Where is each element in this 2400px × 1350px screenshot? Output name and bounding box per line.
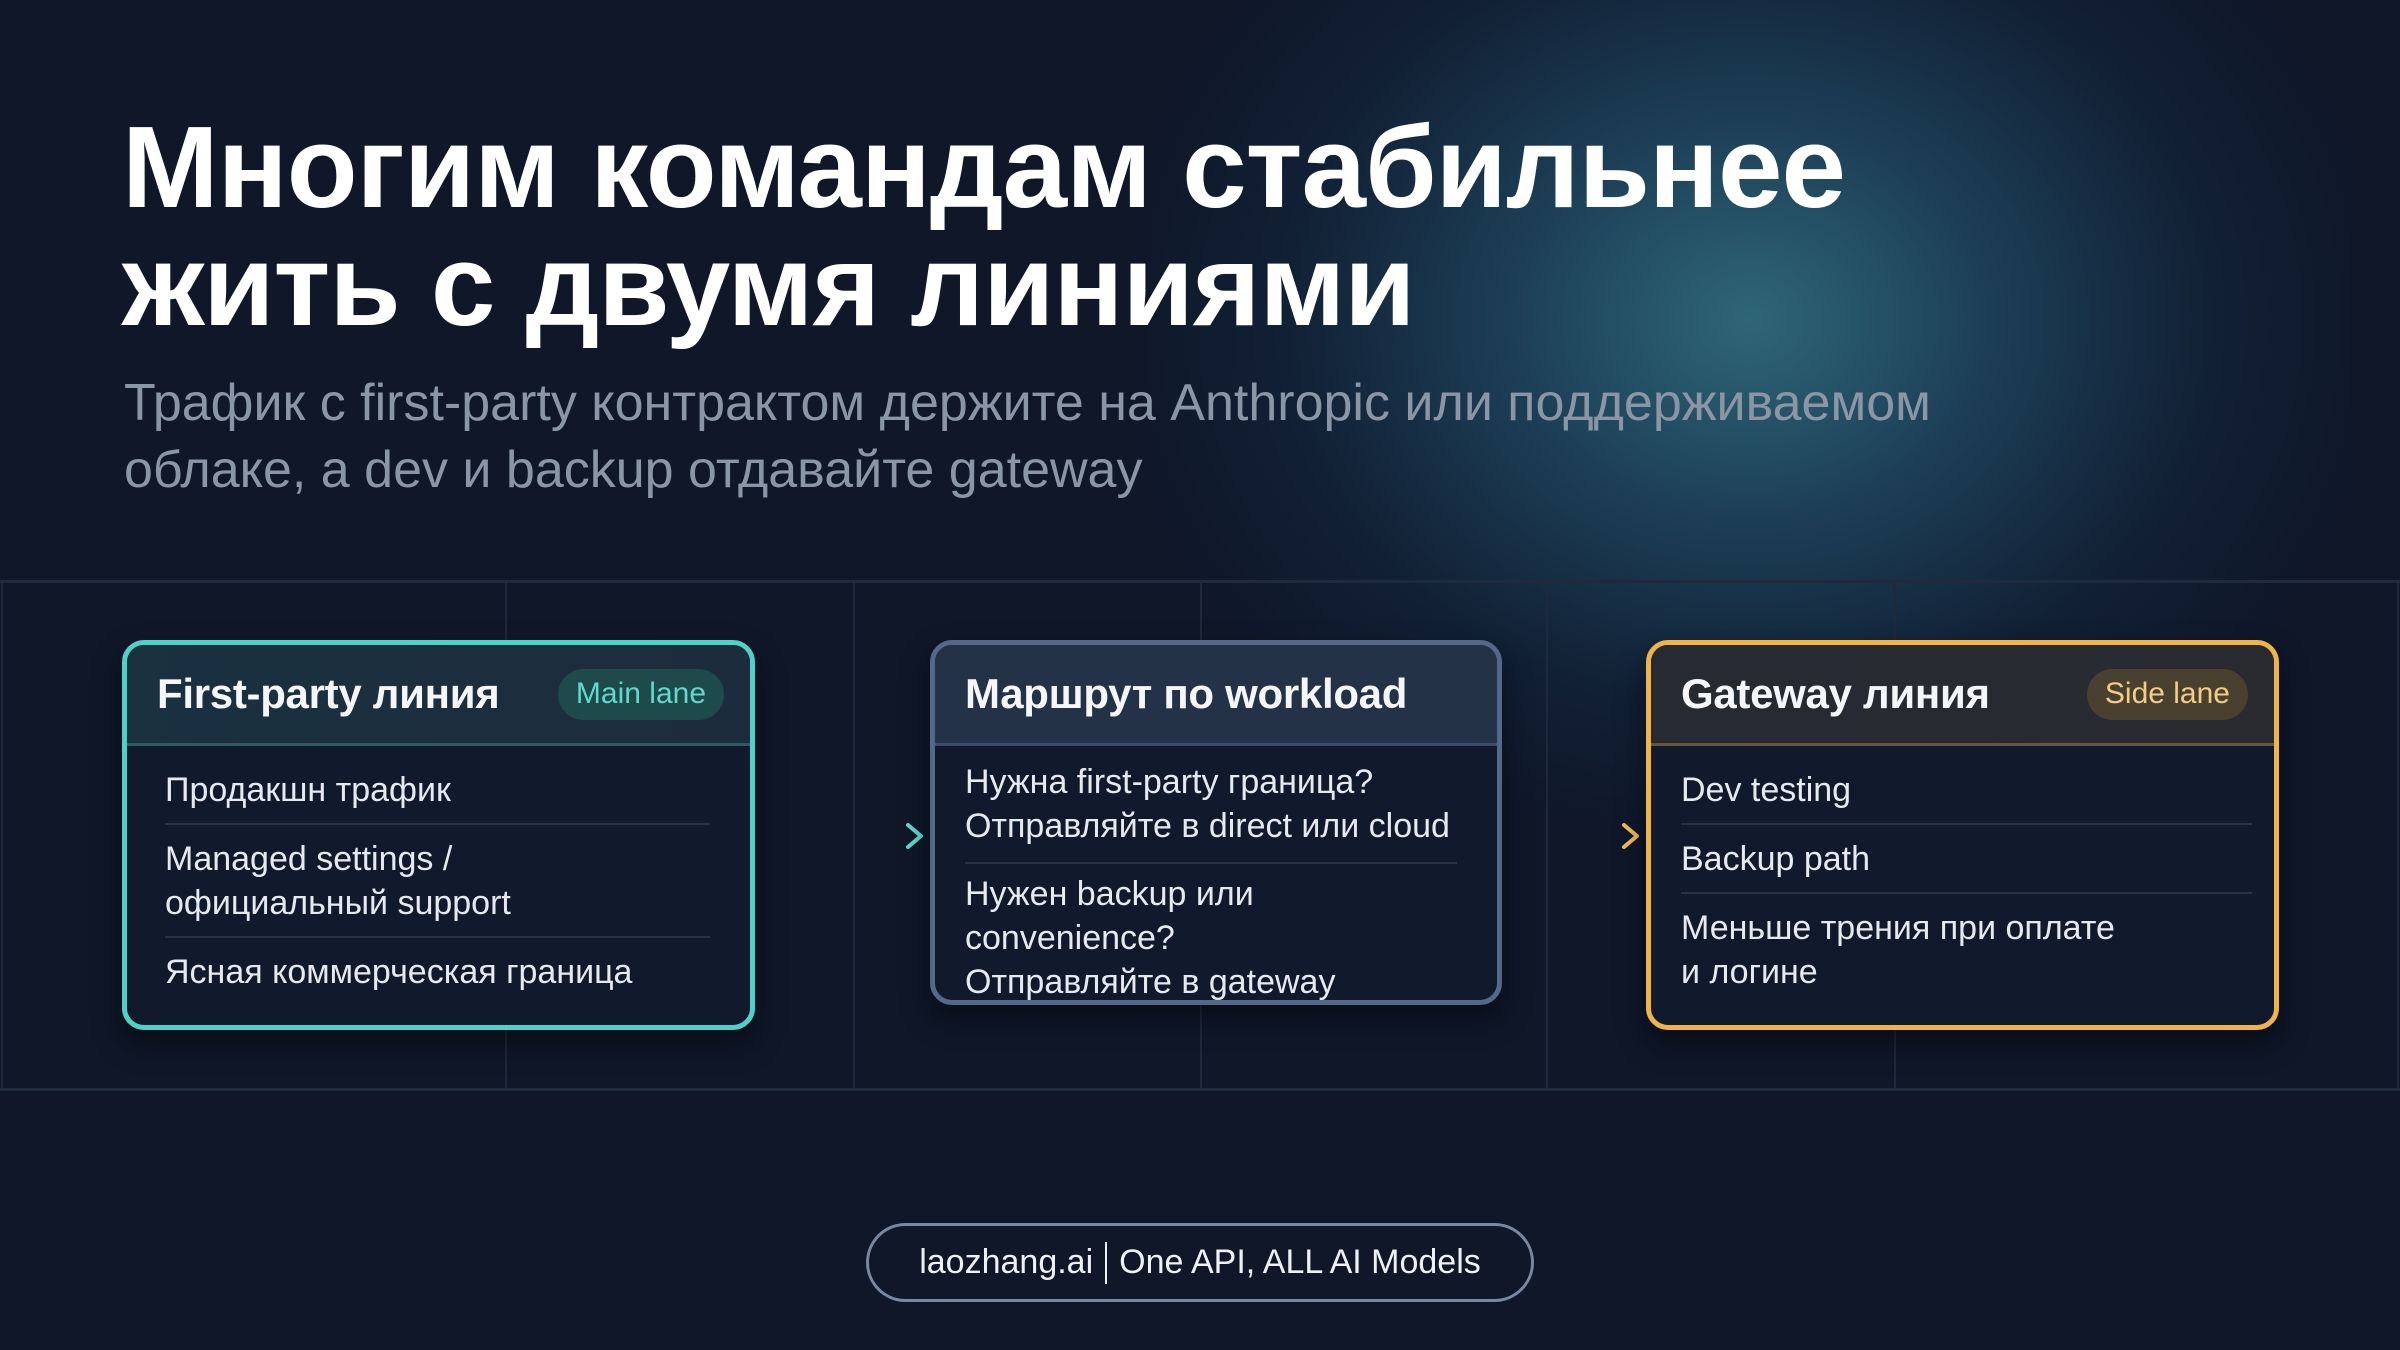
arrow-right-icon: [1506, 823, 1639, 849]
list-item: Продакшн трафик: [165, 746, 710, 823]
subtitle-line-1: Трафик с first-party контрактом держите …: [124, 374, 1931, 432]
card-header: Gateway линия Side lane: [1651, 645, 2274, 746]
list-item: Managed settings / официальный support: [165, 825, 710, 936]
page-subtitle: Трафик с first-party контрактом держите …: [124, 370, 2324, 504]
list-item-text: Нужен backup или convenience?: [965, 875, 1254, 957]
separator: [1105, 1241, 1108, 1284]
grid-line: [2397, 583, 2399, 1088]
card-workload-router: Маршрут по workload Нужна first-party гр…: [930, 640, 1502, 1005]
list-item-text: Dev testing: [1681, 771, 1852, 809]
card-body: Продакшн трафик Managed settings / офици…: [127, 746, 750, 1005]
list-item-text: Нужна first-party граница?: [965, 763, 1374, 801]
list-item: Нужен backup или convenience? Отправляйт…: [965, 864, 1457, 1001]
page-title: Многим командам стабильнее жить с двумя …: [122, 102, 1846, 350]
card-body: Нужна first-party граница? Отправляйте в…: [935, 746, 1497, 1001]
list-item-text: Продакшн трафик: [165, 771, 451, 809]
subtitle-line-2: облаке, а dev и backup отдавайте gateway: [124, 441, 1143, 499]
list-item-text: Отправляйте в direct или cloud: [965, 807, 1450, 845]
grid-line: [1, 583, 3, 1088]
card-header: Маршрут по workload: [935, 645, 1497, 746]
divider: [165, 936, 710, 938]
list-item: Ясная коммерческая граница: [165, 938, 710, 1005]
footer-brand-pill[interactable]: laozhang.ai One API, ALL AI Models: [866, 1223, 1534, 1302]
list-item: Dev testing: [1681, 746, 2252, 823]
list-item-text: Backup path: [1681, 840, 1871, 878]
card-first-party-lane: First-party линия Main lane Продакшн тра…: [122, 640, 755, 1030]
title-line-2: жить с двумя линиями: [122, 220, 1416, 350]
card-title: Gateway линия: [1681, 670, 1990, 717]
main-lane-badge: Main lane: [557, 668, 724, 720]
list-item-text: Managed settings /: [165, 840, 453, 878]
card-body: Dev testing Backup path Меньше трения пр…: [1651, 746, 2274, 1005]
arrow-right-icon: [756, 823, 923, 849]
list-item-text: Отправляйте в gateway: [965, 963, 1336, 1001]
side-lane-badge: Side lane: [2086, 668, 2248, 720]
title-line-1: Многим командам стабильнее: [122, 102, 1846, 232]
list-item-text: Ясная коммерческая граница: [165, 953, 633, 991]
list-item-text: официальный support: [165, 884, 511, 922]
divider: [165, 823, 710, 825]
list-item-text: и логине: [1681, 953, 1818, 991]
grid-band: [0, 580, 2400, 1091]
divider: [965, 862, 1457, 864]
list-item-text: Меньше трения при оплате: [1681, 909, 2115, 947]
card-header: First-party линия Main lane: [127, 645, 750, 746]
card-gateway-lane: Gateway линия Side lane Dev testing Back…: [1646, 640, 2279, 1030]
card-title: First-party линия: [157, 670, 500, 717]
list-item: Меньше трения при оплате и логине: [1681, 894, 2252, 1005]
divider: [1681, 892, 2252, 894]
brand-tagline: One API, ALL AI Models: [1119, 1243, 1481, 1281]
brand-name: laozhang.ai: [919, 1243, 1094, 1281]
divider: [1681, 823, 2252, 825]
list-item: Нужна first-party граница? Отправляйте в…: [965, 746, 1457, 862]
card-title: Маршрут по workload: [965, 670, 1408, 717]
list-item: Backup path: [1681, 825, 2252, 892]
